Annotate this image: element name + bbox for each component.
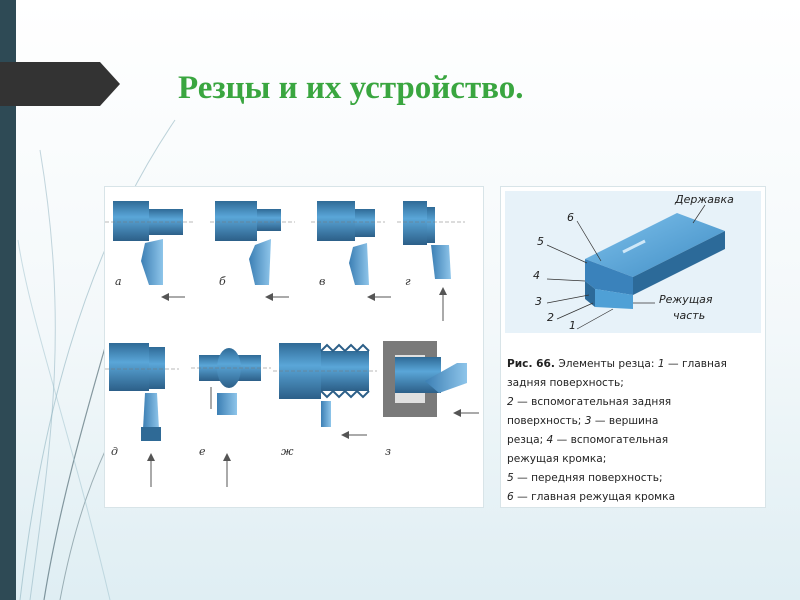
- caption-num: 2: [507, 396, 514, 408]
- cutter-d: [105, 343, 179, 487]
- caption-line: 2 — вспомогательная задняя: [507, 393, 763, 412]
- fig-label-zh: ж: [281, 445, 294, 458]
- cutter-g: [397, 201, 465, 321]
- caption-line: 6 — главная режущая кромка: [507, 488, 763, 507]
- cutter-v: [311, 201, 391, 301]
- caption-text: задняя поверхность;: [507, 377, 624, 389]
- cutter-e: [191, 348, 271, 487]
- caption-line: 5 — передняя поверхность;: [507, 469, 763, 488]
- figure-caption: Рис. 66. Элементы резца: 1 — главная зад…: [507, 355, 763, 503]
- caption-text: — передняя поверхность;: [513, 472, 663, 484]
- caption-text: Элементы резца:: [554, 358, 658, 370]
- caption-text: — вспомогательная: [553, 434, 669, 446]
- caption-text: — главная режущая кромка: [513, 491, 676, 503]
- caption-line: поверхность; 3 — вершина: [507, 412, 763, 431]
- callout-5: 5: [537, 235, 544, 248]
- caption-num: 5: [507, 472, 514, 484]
- callout-1: 1: [569, 319, 576, 332]
- caption-text: резца;: [507, 434, 547, 446]
- caption-num: 1: [657, 358, 665, 370]
- fig-label-b: б: [219, 275, 226, 288]
- callout-cutting-part-2: часть: [673, 309, 706, 322]
- caption-line: резца; 4 — вспомогательная: [507, 431, 763, 450]
- caption-text: — вершина: [591, 415, 659, 427]
- fig-label-e: е: [199, 445, 206, 458]
- caption-text: — вспомогательная задняя: [513, 396, 672, 408]
- cutter-z: [383, 341, 479, 417]
- callout-2: 2: [547, 311, 554, 324]
- callout-6: 6: [567, 211, 574, 224]
- cutter-types-figure: а б в г д е ж з: [104, 186, 484, 508]
- caption-num: 4: [546, 434, 554, 446]
- cutter-diagram: Державка 6 5 4 3 2 1 Режущая часть: [505, 191, 761, 333]
- caption-text: поверхность;: [507, 415, 585, 427]
- fig-label-a: а: [115, 275, 122, 288]
- callout-4: 4: [533, 269, 540, 282]
- slide-title: Резцы и их устройство.: [178, 70, 524, 106]
- cutter-zh: [273, 343, 377, 439]
- cutter-types-drawing: [105, 201, 479, 487]
- cutter-3d-drawing: [546, 204, 725, 330]
- caption-line: режущая кромка;: [507, 450, 763, 469]
- fig-label-d: д: [111, 445, 118, 458]
- fig-label-z: з: [385, 445, 391, 458]
- callout-3: 3: [535, 295, 542, 308]
- caption-line: Рис. 66. Элементы резца: 1 — главная: [507, 355, 763, 374]
- caption-text: — главная: [664, 358, 727, 370]
- left-sidebar-bar: [0, 0, 16, 600]
- caption-fig-number: Рис. 66.: [507, 358, 555, 370]
- cutter-a: [105, 201, 195, 301]
- cutter-b: [210, 201, 295, 301]
- fig-label-g: г: [405, 275, 411, 288]
- callout-holder: Державка: [675, 193, 734, 206]
- caption-line: задняя поверхность;: [507, 374, 763, 393]
- caption-num: 3: [584, 415, 592, 427]
- cutter-elements-figure: Державка 6 5 4 3 2 1 Режущая часть Рис. …: [500, 186, 766, 508]
- callout-cutting-part-1: Режущая: [659, 293, 713, 306]
- caption-num: 6: [507, 491, 514, 503]
- title-arrow-tab: [0, 62, 120, 106]
- caption-text: режущая кромка;: [507, 453, 607, 465]
- fig-label-v: в: [319, 275, 326, 288]
